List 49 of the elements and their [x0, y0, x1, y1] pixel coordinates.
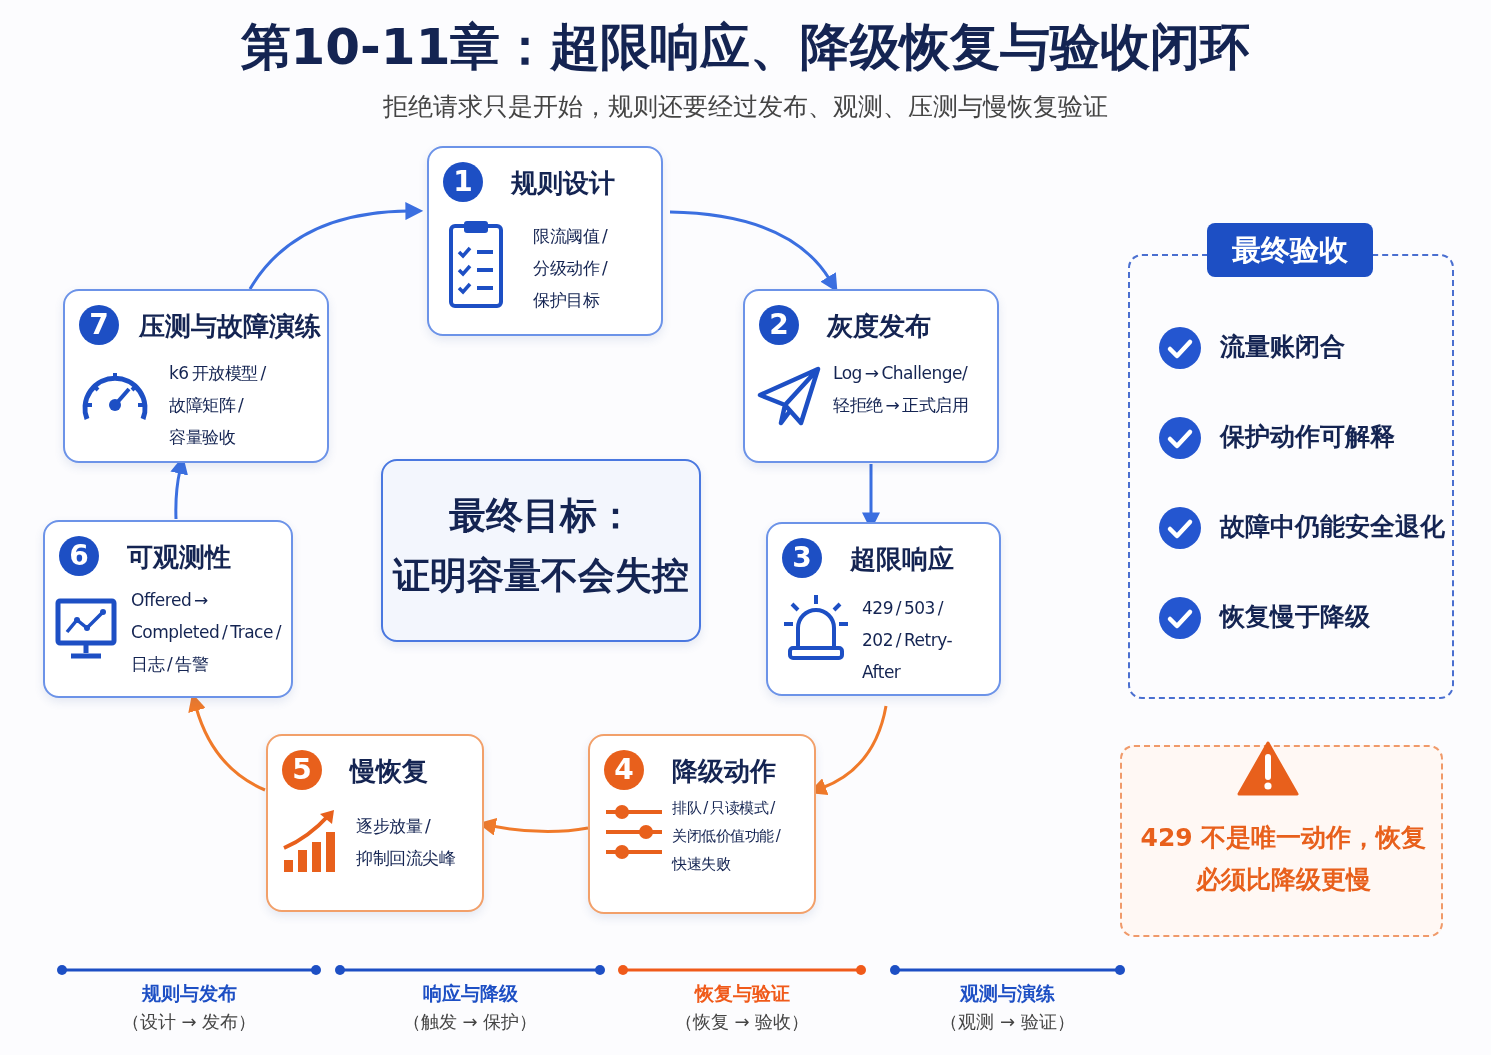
step-description: 限流阈值 / 分级动作 / 保护目标 — [533, 225, 609, 312]
phase-title: 观测与演练 — [960, 981, 1055, 1006]
goal-text: 证明容量不会失控 — [391, 553, 690, 599]
phase-title: 恢复与验证 — [694, 981, 790, 1006]
step-card — [63, 289, 329, 463]
step-title: 灰度发布 — [827, 310, 931, 343]
step-number: 4 — [604, 750, 644, 790]
arrow — [669, 210, 839, 292]
phase-range: （触发 → 保护） — [402, 1010, 538, 1034]
step-title: 超限响应 — [850, 543, 954, 576]
panel-heading-badge: 最终验收 — [1207, 223, 1373, 277]
goal-text: 最终目标： — [447, 493, 635, 539]
title: 第10-11章：超限响应、降级恢复与验收闭环 — [239, 17, 1252, 78]
checklist-item: 故障中仍能安全退化 — [1220, 511, 1445, 543]
step-description: Offered → Completed / Trace / 日志 / 告警 — [131, 589, 283, 676]
step-card — [588, 734, 816, 914]
phase-title: 规则与发布 — [141, 981, 237, 1006]
phase-range: （恢复 → 验收） — [674, 1010, 810, 1034]
step-description: 逐步放量 / 抑制回流尖峰 — [356, 815, 456, 870]
checklist-item: 流量账闭合 — [1220, 331, 1345, 363]
step-card — [766, 522, 1001, 696]
phase-range: （设计 → 发布） — [121, 1010, 257, 1034]
warning-text: 429 不是唯一动作，恢复必须比降级更慢 — [1139, 822, 1428, 896]
checklist-item: 恢复慢于降级 — [1220, 601, 1370, 633]
step-number: 6 — [59, 536, 99, 576]
step-number: 1 — [443, 162, 483, 202]
goal-card — [381, 459, 701, 642]
step-number: 7 — [79, 305, 119, 345]
step-title: 压测与故障演练 — [139, 310, 321, 343]
step-number: 3 — [782, 538, 822, 578]
step-title: 降级动作 — [672, 755, 776, 788]
step-title: 规则设计 — [511, 167, 615, 200]
step-title: 慢恢复 — [350, 755, 428, 788]
checklist-item: 保护动作可解释 — [1220, 421, 1395, 453]
step-description: k6 开放模型 / 故障矩阵 / 容量验收 — [169, 362, 267, 449]
step-card — [427, 146, 663, 336]
phase-title: 响应与降级 — [422, 981, 518, 1006]
step-description: Log → Challenge/轻拒绝 → 正式启用 — [833, 362, 970, 417]
step-card — [266, 734, 484, 912]
phase-range: （观测 → 验证） — [940, 1010, 1075, 1034]
step-card — [43, 520, 293, 698]
step-description: 排队 / 只读模式 / 关闭低价值功能 / 快速失败 — [672, 798, 782, 875]
step-number: 5 — [282, 750, 322, 790]
step-description: 429 / 503 / 202 / Retry-After — [862, 597, 954, 684]
step-number: 2 — [759, 305, 799, 345]
step-card — [743, 289, 999, 463]
arrow — [248, 202, 424, 290]
step-title: 可观测性 — [127, 541, 231, 574]
subtitle: 拒绝请求只是开始，规则还要经过发布、观测、压测与慢恢复验证 — [382, 91, 1109, 123]
